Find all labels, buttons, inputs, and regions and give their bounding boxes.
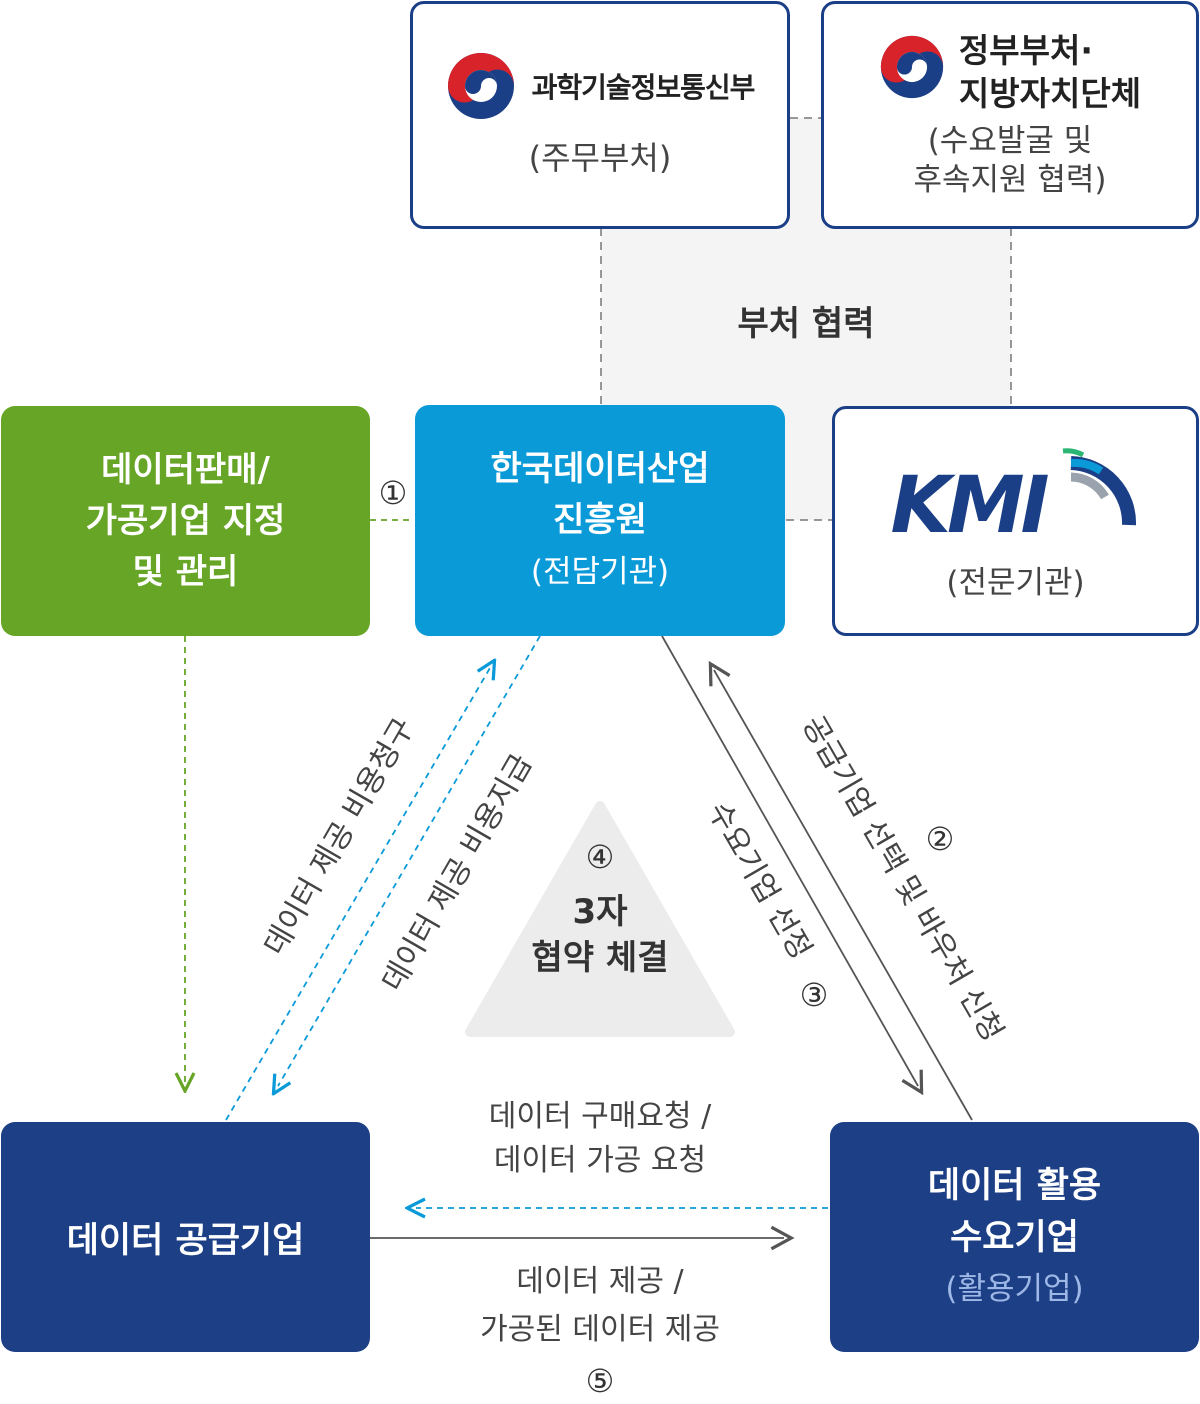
gov-title-line1: 정부부처· (958, 31, 1093, 71)
flow-request-line1: 데이터 구매요청 / (488, 1099, 712, 1134)
flow-provide: 데이터 제공 / 가공된 데이터 제공 (430, 1258, 770, 1354)
msit-header: 과학기술정보통신부 (446, 51, 755, 121)
msit-role: (주무부처) (528, 139, 672, 177)
kdata-line1: 한국데이터산업 (490, 448, 710, 489)
kdata-line2: 진흥원 (553, 499, 647, 540)
flow-request: 데이터 구매요청 / 데이터 가공 요청 (430, 1095, 770, 1182)
step-5-marker: ⑤ (585, 1362, 615, 1400)
demand-line1: 데이터 활용 (927, 1165, 1102, 1206)
agreement-text: ④ 3자 협약 체결 (500, 838, 700, 982)
kmi-logo: KMI (891, 441, 1141, 551)
kmi-role: (전문기관) (946, 564, 1085, 601)
msit-name: 과학기술정보통신부 (531, 71, 756, 104)
gov-role-line1: (수요발굴 및 (927, 123, 1093, 160)
kmi-logo-text: KMI (890, 460, 1050, 551)
step-2-marker: ② (925, 820, 955, 858)
flow-provide-line1: 데이터 제공 / (516, 1264, 684, 1299)
kdata-role: (전담기관) (530, 553, 670, 590)
step-1-marker: ① (378, 474, 408, 512)
supplier-box: 데이터 공급기업 (1, 1122, 370, 1352)
flow-provide-line2: 가공된 데이터 제공 (480, 1312, 720, 1347)
msit-box: 과학기술정보통신부 (주무부처) (410, 1, 790, 229)
agreement-line1: 3자 (572, 892, 628, 933)
demand-role: (활용기업) (945, 1270, 1084, 1307)
designate-line3: 및 관리 (132, 551, 239, 592)
korea-gov-emblem-icon (447, 53, 514, 119)
step-3-marker: ③ (799, 976, 829, 1014)
designate-line2: 가공기업 지정 (85, 500, 286, 541)
gov-box: 정부부처· 지방자치단체 (수요발굴 및 후속지원 협력) (821, 1, 1199, 229)
kmi-arc-icon (1062, 447, 1136, 525)
cooperation-label: 부처 협력 (737, 304, 875, 344)
kdata-box: 한국데이터산업 진흥원 (전담기관) (415, 405, 785, 636)
gov-header: 정부부처· 지방자치단체 (879, 30, 1141, 116)
agreement-step: ④ (585, 838, 615, 876)
agreement-line2: 협약 체결 (531, 938, 669, 979)
designate-box: 데이터판매/ 가공기업 지정 및 관리 (1, 406, 370, 636)
demand-line2: 수요기업 (950, 1218, 1079, 1259)
flow-request-line2: 데이터 가공 요청 (493, 1142, 707, 1178)
gov-role-line2: 후속지원 협력) (913, 161, 1107, 198)
designate-line1: 데이터판매/ (101, 449, 270, 490)
supplier-label: 데이터 공급기업 (66, 1220, 305, 1261)
korea-gov-emblem-icon (880, 36, 944, 99)
kmi-box: KMI (전문기관) (832, 406, 1199, 636)
gov-title-line2: 지방자치단체 (958, 74, 1142, 114)
agreement-triangle (465, 801, 735, 1037)
demand-box: 데이터 활용 수요기업 (활용기업) (830, 1122, 1199, 1352)
